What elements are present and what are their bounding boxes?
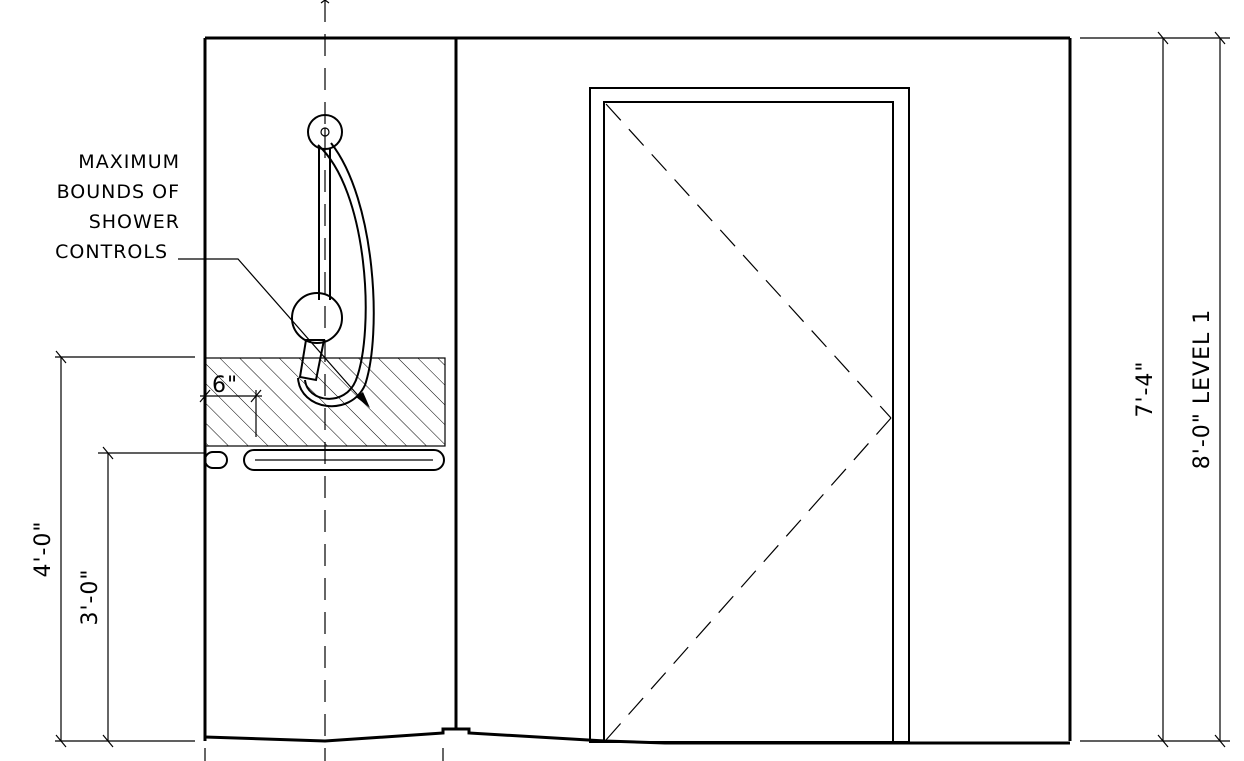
note-line-4: CONTROLS: [55, 241, 168, 263]
wall-height-dimension-text: 8'-0" LEVEL 1: [1190, 309, 1215, 469]
note-line-3: SHOWER: [89, 211, 180, 233]
door: [589, 87, 910, 743]
bottom-ticks: [204, 748, 444, 761]
controls-height-dimension-text: 4'-0": [31, 520, 56, 577]
floor-line: [204, 727, 1070, 745]
note-line-1: MAXIMUM: [78, 151, 180, 173]
offset-dimension: [199, 389, 262, 437]
grab-bar: [204, 449, 445, 471]
shower-controls-zone: [204, 357, 446, 447]
hand-shower: [291, 114, 375, 408]
wall-outline: [203, 36, 1072, 741]
door-height-dimension-text: 7'-4": [1133, 360, 1158, 417]
offset-dimension-text: 6": [212, 373, 238, 398]
dimension-extensions: [55, 31, 1230, 748]
dimension-lines: [60, 38, 1221, 741]
note-line-2: BOUNDS OF: [57, 181, 180, 203]
note-leader: [178, 258, 370, 408]
grab-bar-height-dimension-text: 3'-0": [78, 568, 103, 625]
